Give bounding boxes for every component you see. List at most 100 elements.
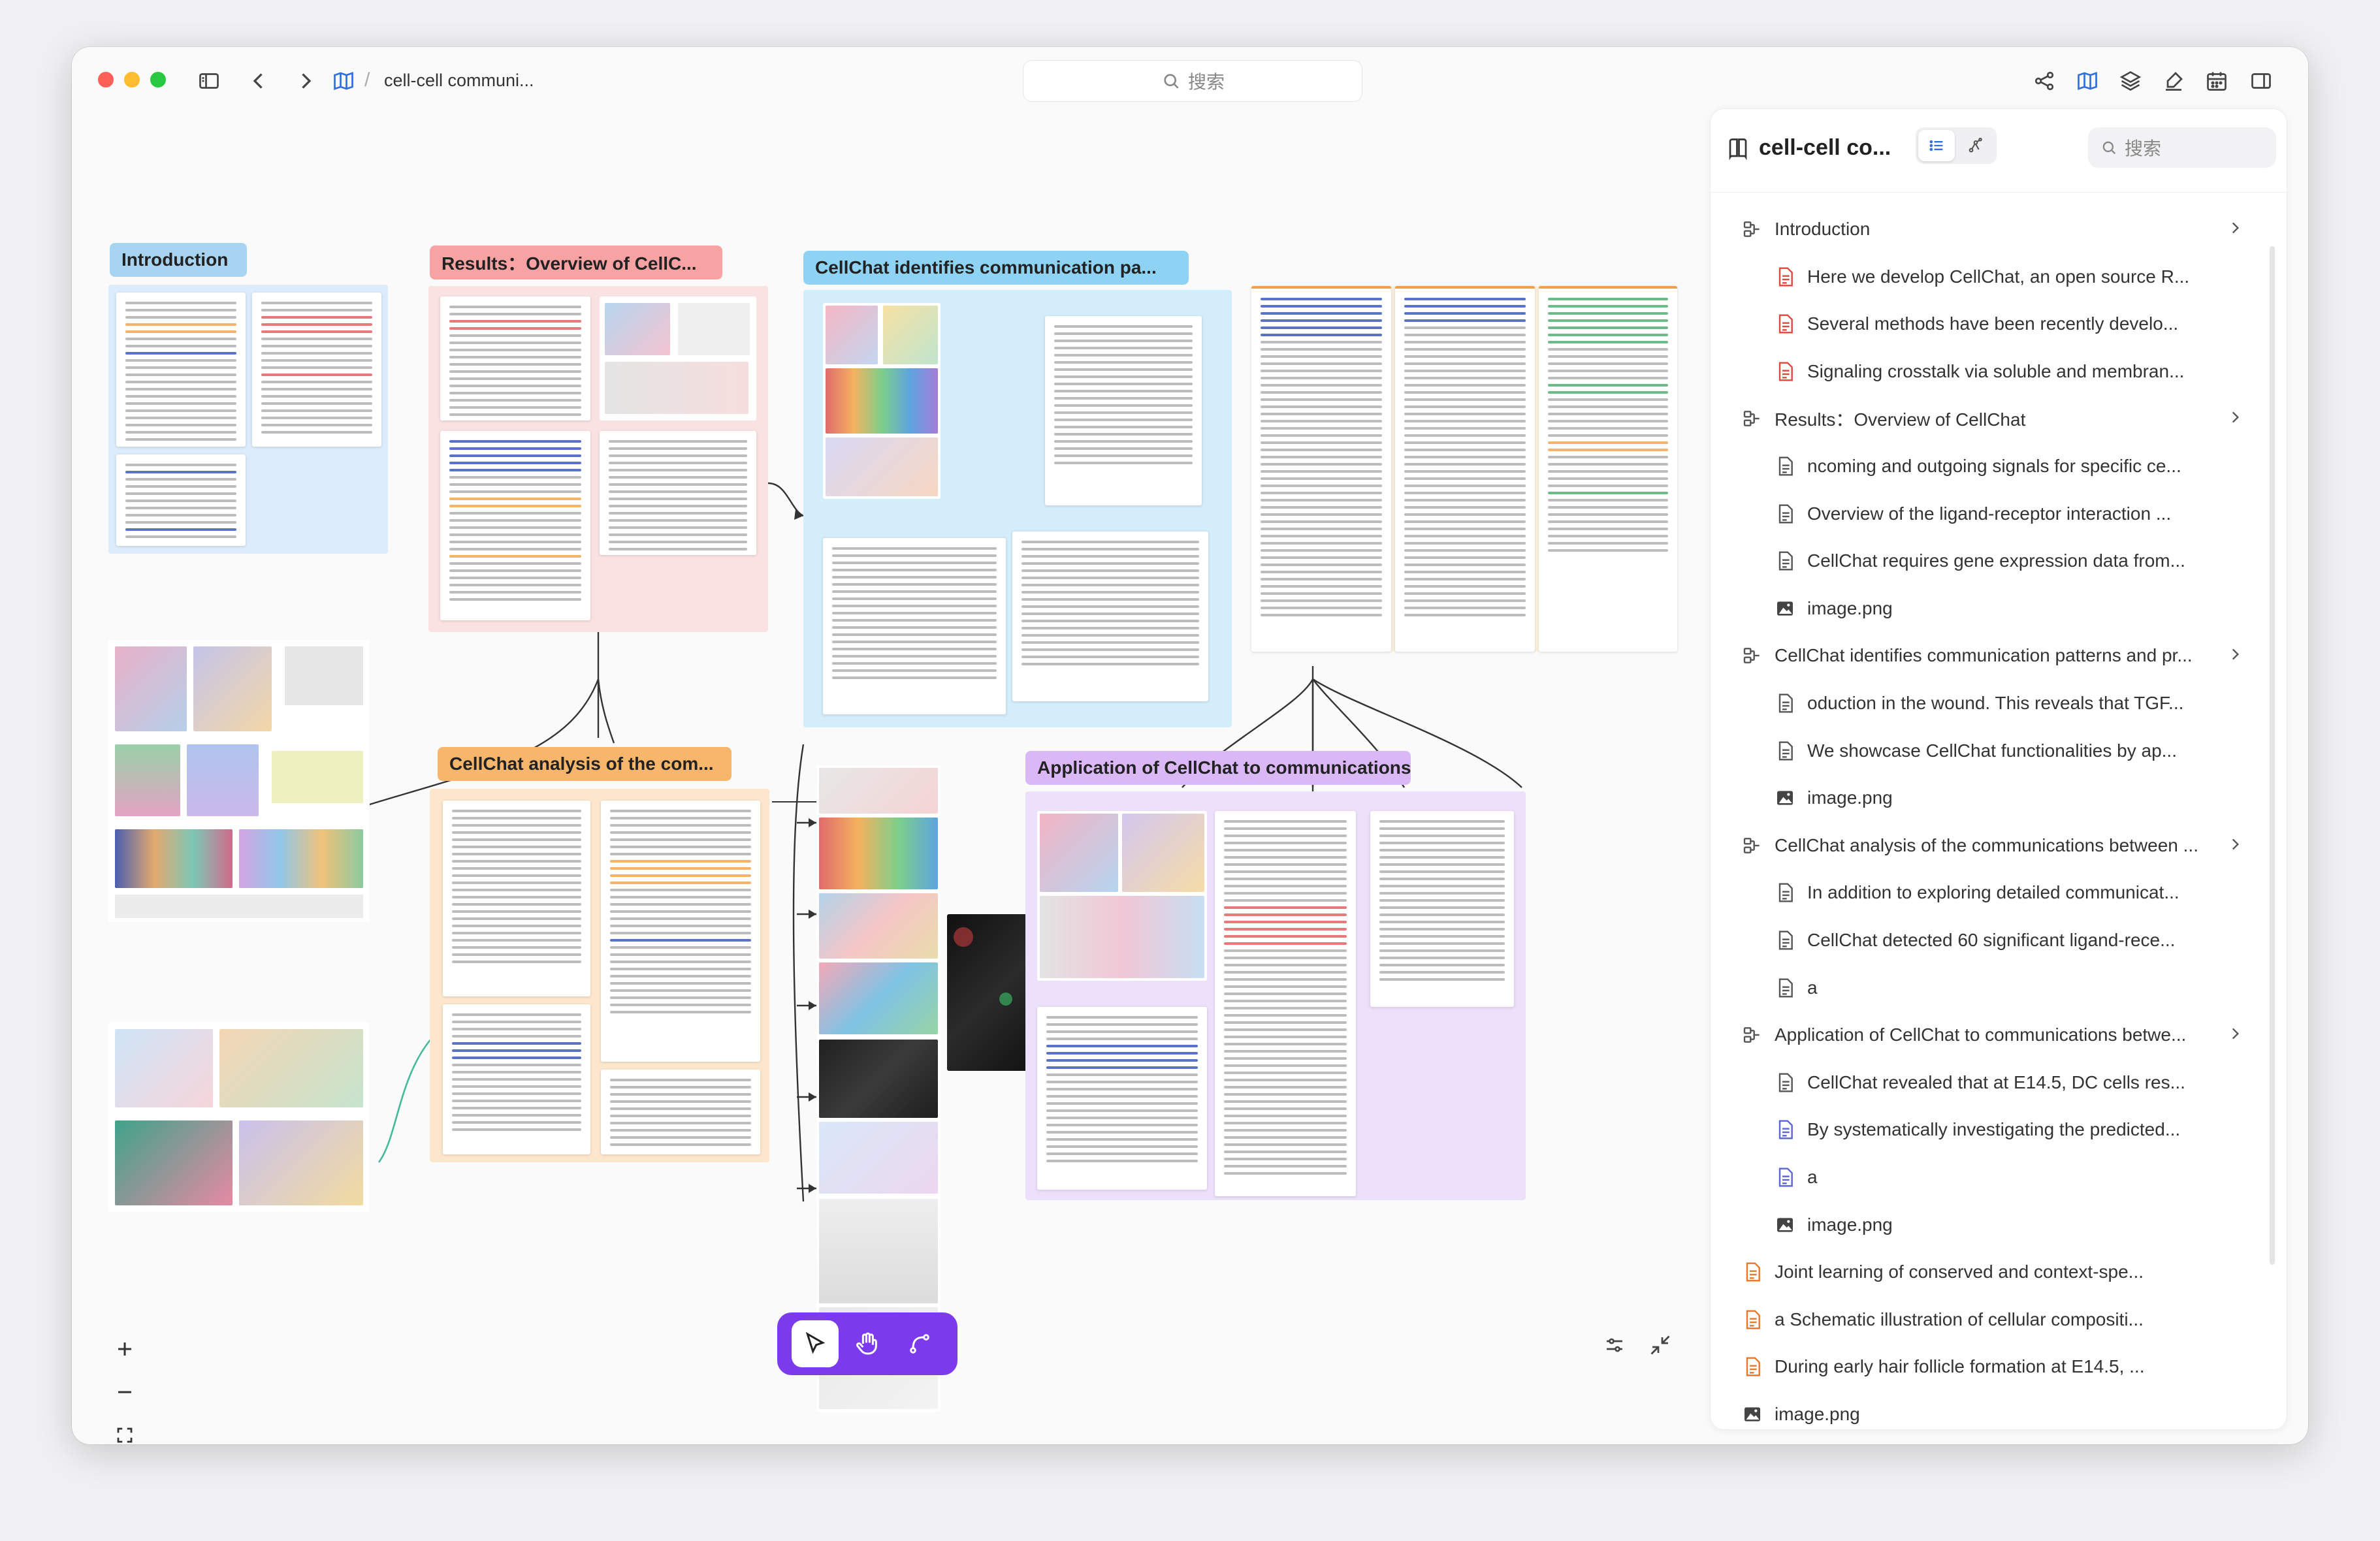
outline-item[interactable]: Joint learning of conserved and context-…	[1741, 1248, 2246, 1295]
share-icon[interactable]	[2031, 68, 2057, 94]
node-introduction[interactable]: Introduction	[110, 243, 247, 277]
document-icon	[1773, 1071, 1797, 1094]
node-identifies[interactable]: CellChat identifies communication pa...	[803, 251, 1189, 285]
outline-item-label: image.png	[1807, 787, 1893, 808]
pdf-icon	[1773, 360, 1797, 383]
graph-view-icon[interactable]	[1957, 130, 1994, 161]
outline-item[interactable]: image.png	[1773, 774, 2246, 821]
outline-item[interactable]: a Schematic illustration of cellular com…	[1741, 1296, 2246, 1343]
node-identifies-body[interactable]	[803, 290, 1232, 727]
mindmap-view-icon[interactable]	[2074, 68, 2100, 94]
hand-tool-icon[interactable]	[844, 1320, 891, 1367]
analysis-page-1	[443, 801, 590, 996]
node-application-body[interactable]	[1025, 791, 1526, 1200]
outline-view-toggle	[1916, 127, 1997, 164]
book-icon	[1726, 136, 1750, 161]
outline-item[interactable]: a	[1773, 1154, 2246, 1201]
select-tool-icon[interactable]	[792, 1320, 839, 1367]
document-icon	[1773, 454, 1797, 478]
highlighter-icon[interactable]	[2161, 68, 2187, 94]
chevron-right-icon[interactable]	[2227, 219, 2246, 239]
outline-item[interactable]: We showcase CellChat functionalities by …	[1773, 727, 2246, 774]
outline-section[interactable]: Application of CellChat to communication…	[1741, 1011, 2246, 1058]
outline-section[interactable]: Introduction	[1741, 206, 2246, 253]
image-icon	[1773, 597, 1797, 620]
map-icon[interactable]	[330, 68, 357, 94]
intro-figure-2	[108, 1023, 370, 1212]
outline-item-label: CellChat detected 60 significant ligand-…	[1807, 930, 2176, 950]
outline-search-input[interactable]: 搜索	[2088, 127, 2276, 168]
outline-item-label: Results：Overview of CellChat	[1775, 409, 2026, 430]
document-icon	[1773, 881, 1797, 904]
document-title[interactable]: cell-cell communi...	[384, 71, 534, 90]
outline-scrollbar[interactable]	[2270, 246, 2275, 1265]
document-icon	[1773, 1166, 1797, 1189]
calendar-icon[interactable]	[2204, 68, 2230, 94]
outline-item[interactable]: Overview of the ligand-receptor interact…	[1773, 490, 2246, 537]
application-page-2	[1370, 811, 1514, 1007]
outline-item[interactable]: CellChat revealed that at E14.5, DC cell…	[1773, 1059, 2246, 1106]
outline-item[interactable]: By systematically investigating the pred…	[1773, 1106, 2246, 1153]
outline-section[interactable]: Results：Overview of CellChat	[1741, 395, 2246, 442]
outline-item[interactable]: CellChat requires gene expression data f…	[1773, 537, 2246, 584]
outline-item[interactable]: a	[1773, 964, 2246, 1011]
results-page-2	[440, 431, 590, 620]
outline-item[interactable]: oduction in the wound. This reveals that…	[1773, 680, 2246, 727]
node-introduction-body[interactable]	[108, 285, 388, 554]
results-figure-column	[816, 765, 941, 1412]
zoom-out-icon[interactable]	[108, 1375, 142, 1409]
connector-tool-icon[interactable]	[896, 1320, 943, 1367]
identifies-figure	[823, 303, 941, 499]
outline-item[interactable]: image.png	[1773, 1201, 2246, 1248]
outline-item[interactable]: ncoming and outgoing signals for specifi…	[1773, 443, 2246, 490]
outline-item-label: a Schematic illustration of cellular com…	[1775, 1309, 2144, 1329]
node-application[interactable]: Application of CellChat to communication…	[1025, 751, 1411, 785]
forward-icon[interactable]	[293, 68, 319, 94]
global-search-input[interactable]: 搜索	[1023, 60, 1362, 102]
outline-item[interactable]: image.png	[1741, 1391, 2246, 1429]
outline-item-label: Joint learning of conserved and context-…	[1775, 1262, 2144, 1282]
outline-item-label: Application of CellChat to communication…	[1775, 1025, 2187, 1045]
outline-item-label: Here we develop CellChat, an open source…	[1807, 266, 2190, 287]
mindmap-canvas[interactable]: Introduction	[72, 108, 2308, 1444]
outline-section[interactable]: CellChat analysis of the communications …	[1741, 822, 2246, 869]
outline-item[interactable]: Signaling crosstalk via soluble and memb…	[1773, 348, 2246, 395]
node-joint-learning-group[interactable]	[1251, 286, 1677, 652]
collapse-icon[interactable]	[1648, 1333, 1677, 1362]
outline-item[interactable]: image.png	[1773, 585, 2246, 632]
outline-item-label: Several methods have been recently devel…	[1807, 313, 2179, 334]
application-figure	[1037, 811, 1207, 981]
list-view-icon[interactable]	[1918, 130, 1955, 161]
chevron-right-icon[interactable]	[2227, 409, 2246, 428]
minimize-window-button[interactable]	[124, 72, 140, 87]
outline-item[interactable]: Here we develop CellChat, an open source…	[1773, 253, 2246, 300]
outline-item-label: Overview of the ligand-receptor interact…	[1807, 503, 2172, 524]
document-icon	[1773, 691, 1797, 715]
document-icon	[1773, 929, 1797, 952]
chevron-right-icon[interactable]	[2227, 646, 2246, 665]
sidebar-toggle-icon[interactable]	[196, 68, 222, 94]
zoom-in-icon[interactable]	[108, 1332, 142, 1366]
results-page-3	[600, 431, 756, 555]
node-results-body[interactable]	[428, 286, 768, 632]
back-icon[interactable]	[246, 68, 272, 94]
chevron-right-icon[interactable]	[2227, 836, 2246, 855]
chevron-right-icon[interactable]	[2227, 1025, 2246, 1045]
orange-page-2	[1395, 286, 1535, 652]
zoom-window-button[interactable]	[150, 72, 166, 87]
adjust-icon[interactable]	[1603, 1333, 1632, 1362]
fit-view-icon[interactable]	[108, 1418, 142, 1444]
node-results[interactable]: Results：Overview of CellC...	[430, 246, 722, 279]
node-analysis-body[interactable]	[430, 789, 769, 1162]
outline-item-label: In addition to exploring detailed commun…	[1807, 882, 2179, 902]
node-analysis[interactable]: CellChat analysis of the com...	[438, 747, 732, 781]
document-icon	[1773, 549, 1797, 573]
outline-section[interactable]: CellChat identifies communication patter…	[1741, 632, 2246, 679]
layers-icon[interactable]	[2117, 68, 2144, 94]
outline-item[interactable]: During early hair follicle formation at …	[1741, 1343, 2246, 1390]
right-panel-toggle-icon[interactable]	[2248, 68, 2274, 94]
outline-item[interactable]: CellChat detected 60 significant ligand-…	[1773, 917, 2246, 964]
outline-item[interactable]: Several methods have been recently devel…	[1773, 300, 2246, 347]
outline-item[interactable]: In addition to exploring detailed commun…	[1773, 869, 2246, 916]
close-window-button[interactable]	[98, 72, 114, 87]
